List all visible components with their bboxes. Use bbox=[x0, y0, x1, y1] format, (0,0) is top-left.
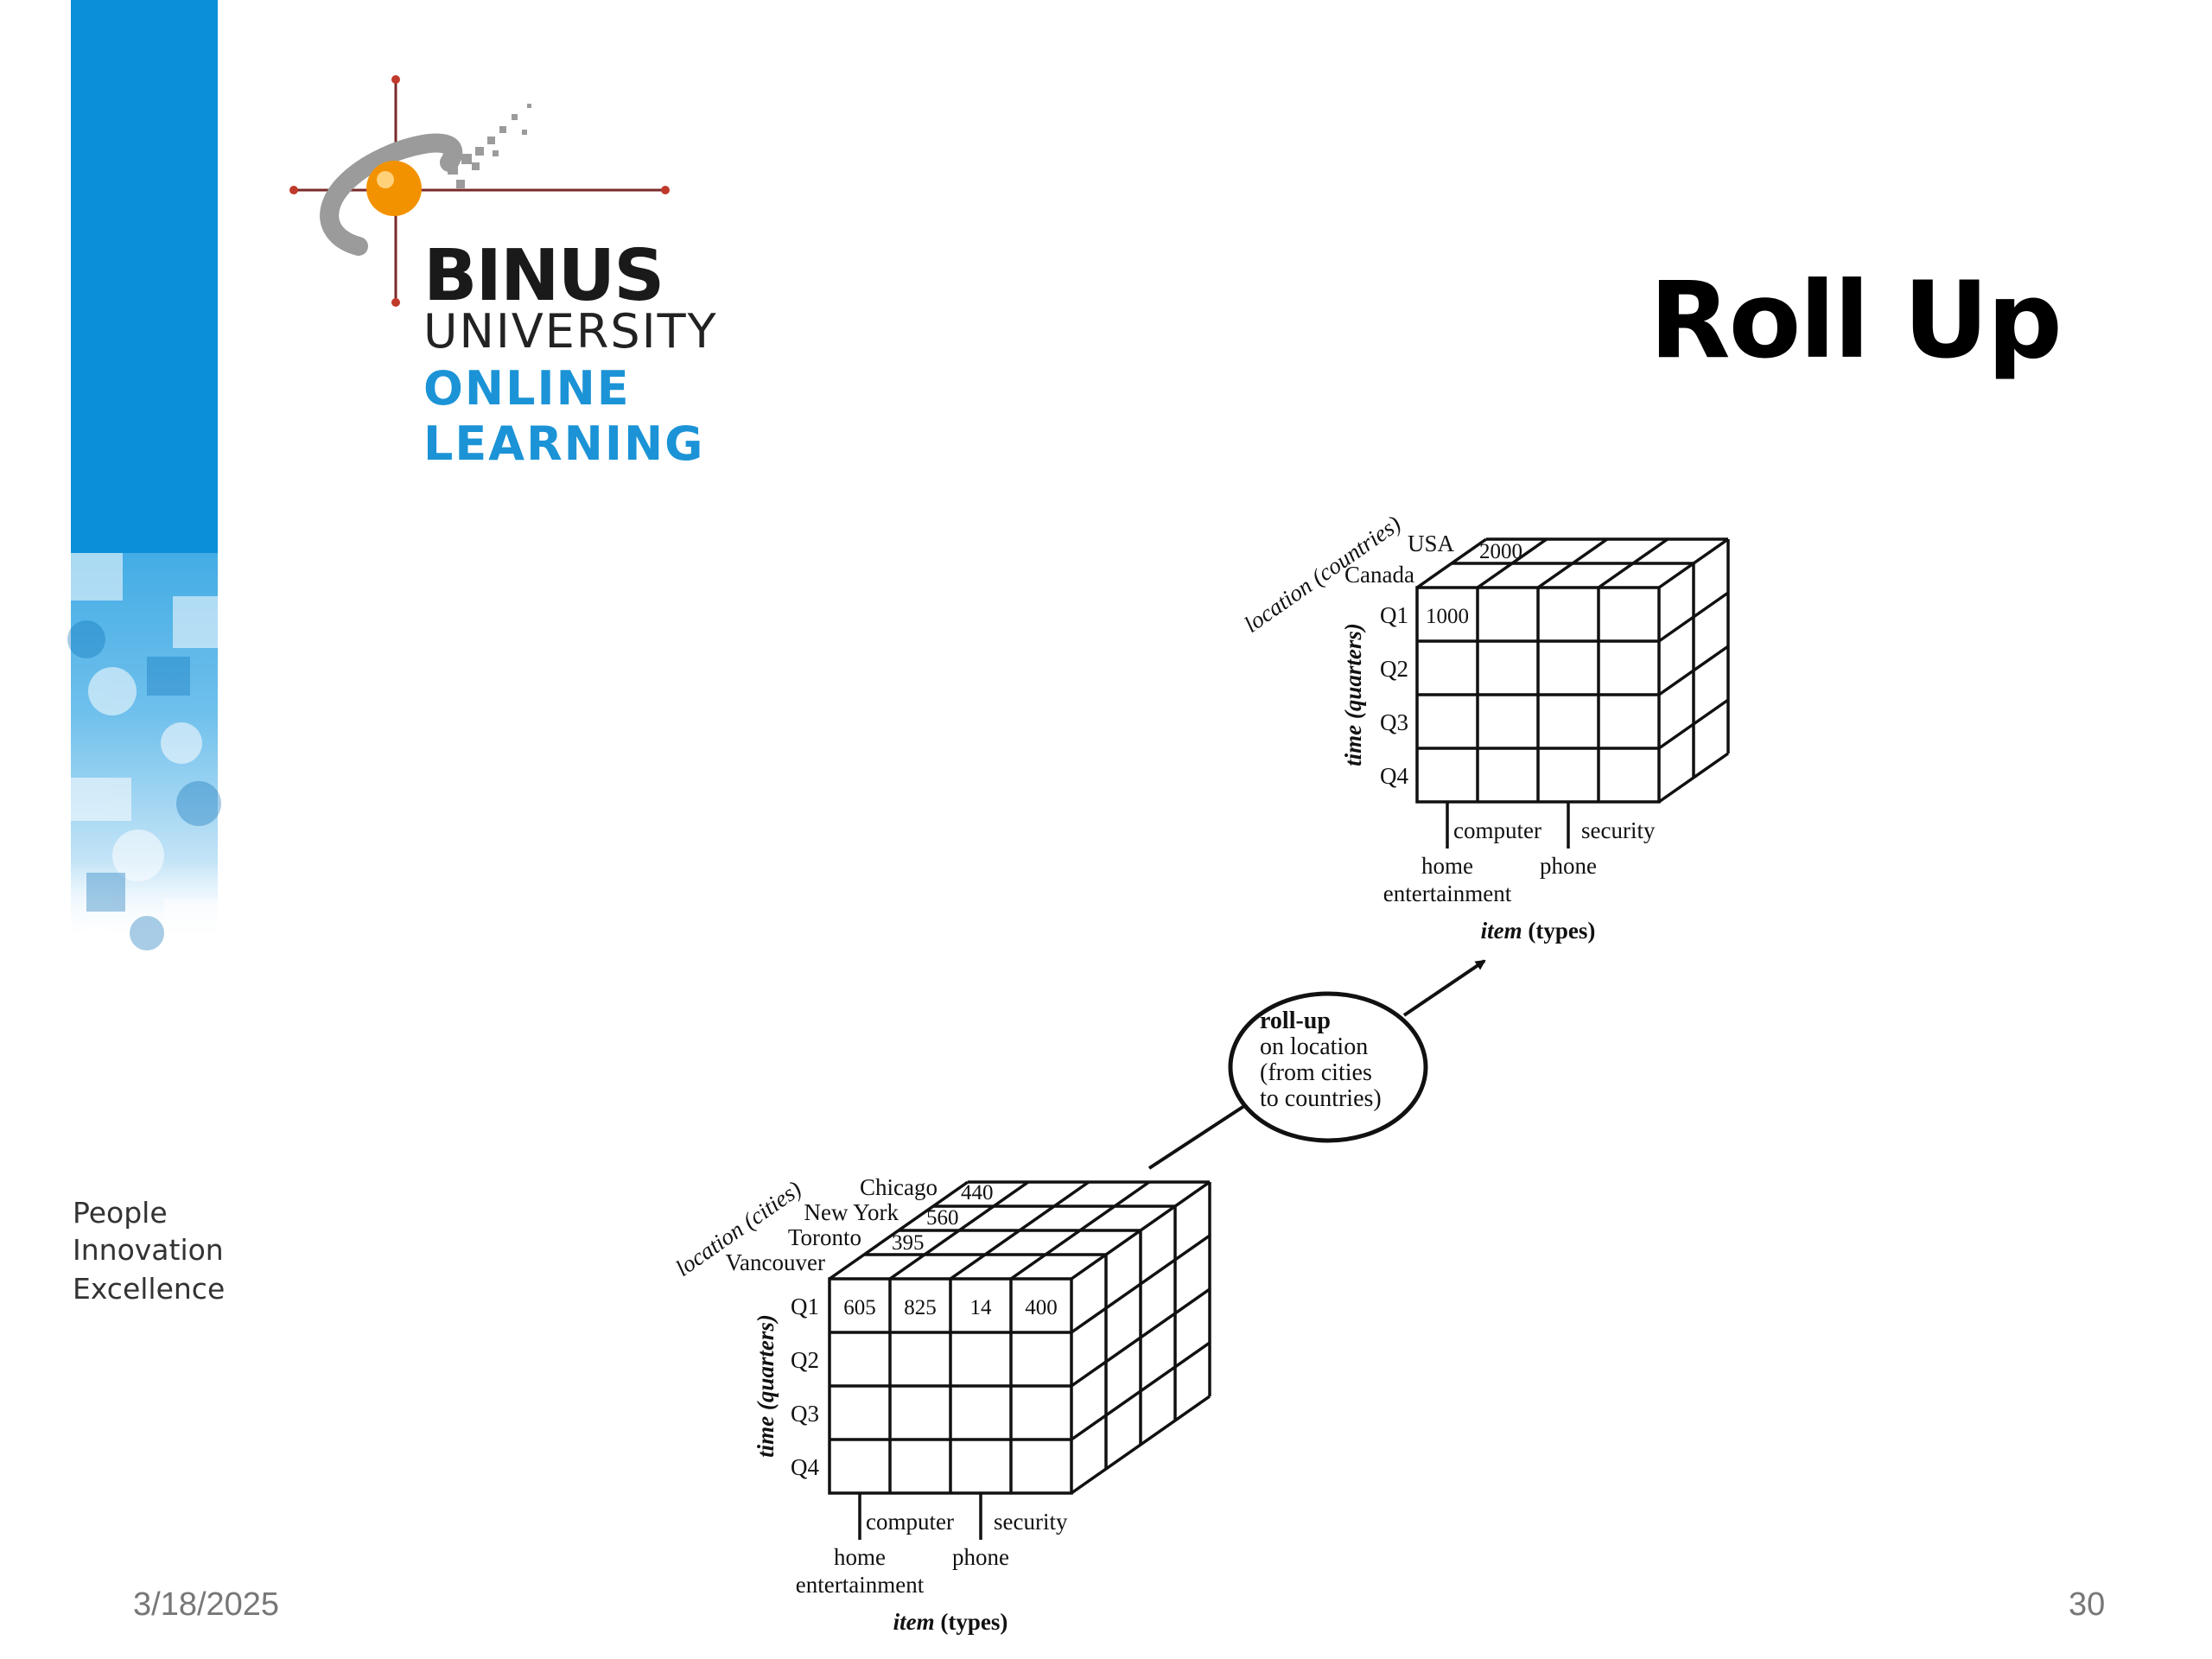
target-country-label: USA bbox=[1408, 531, 1455, 556]
source-quarter-label: Q4 bbox=[791, 1454, 819, 1480]
source-cell-value: 14 bbox=[970, 1296, 993, 1319]
source-depth-value: 395 bbox=[892, 1231, 925, 1255]
target-item-label: home bbox=[1421, 853, 1473, 879]
rollup-operation-text: roll-up on location (from cities to coun… bbox=[1260, 1007, 1382, 1112]
source-item-label: entertainment bbox=[796, 1572, 925, 1598]
source-axis-time: time (quarters) bbox=[753, 1314, 779, 1458]
svg-text:to countries): to countries) bbox=[1260, 1085, 1382, 1112]
logo-learning-text: LEARNING bbox=[423, 416, 705, 471]
source-city-label: Chicago bbox=[860, 1174, 938, 1200]
target-cube-labels: USA Canada location (countries) Q1 Q2 Q3… bbox=[1239, 511, 1656, 944]
svg-text:(from cities: (from cities bbox=[1260, 1059, 1372, 1086]
sidebar-decoration bbox=[67, 0, 221, 1149]
target-axis-time: time (quarters) bbox=[1340, 623, 1366, 766]
source-item-label: computer bbox=[866, 1509, 954, 1535]
target-cube bbox=[1415, 537, 1730, 849]
logo-binus-text: BINUS bbox=[423, 235, 664, 317]
svg-text:roll-up: roll-up bbox=[1260, 1007, 1331, 1034]
source-cell-value: 605 bbox=[843, 1296, 876, 1319]
target-item-label: phone bbox=[1540, 853, 1597, 879]
source-depth-value: 440 bbox=[961, 1181, 994, 1205]
source-cell-value: 825 bbox=[904, 1296, 937, 1319]
target-quarter-label: Q1 bbox=[1380, 602, 1408, 628]
target-item-label: security bbox=[1581, 817, 1656, 843]
tagline-people: People bbox=[73, 1196, 168, 1230]
target-item-label: computer bbox=[1453, 817, 1541, 843]
footer-page-number: 30 bbox=[2069, 1586, 2106, 1623]
rollup-arrow bbox=[1147, 959, 1486, 1170]
tagline-innovation: Innovation bbox=[73, 1233, 224, 1267]
binus-logo-mark bbox=[289, 75, 670, 307]
source-axis-item: item (types) bbox=[893, 1609, 1008, 1635]
source-depth-value: 560 bbox=[926, 1206, 959, 1230]
source-cube bbox=[828, 1180, 1211, 1540]
source-item-label: home bbox=[834, 1544, 886, 1570]
target-axis-item: item (types) bbox=[1481, 918, 1596, 944]
source-item-label: phone bbox=[952, 1544, 1009, 1570]
source-city-label: New York bbox=[804, 1199, 899, 1225]
target-cell-value: 1000 bbox=[1426, 605, 1469, 628]
target-item-label: entertainment bbox=[1383, 880, 1512, 906]
source-cell-value: 400 bbox=[1025, 1296, 1058, 1319]
logo-university-text: UNIVERSITY bbox=[423, 304, 718, 359]
tagline-excellence: Excellence bbox=[73, 1272, 226, 1306]
source-quarter-label: Q3 bbox=[791, 1401, 819, 1427]
target-quarter-label: Q4 bbox=[1380, 763, 1408, 789]
target-quarter-label: Q2 bbox=[1380, 656, 1408, 682]
source-quarter-label: Q1 bbox=[791, 1294, 819, 1319]
target-quarter-label: Q3 bbox=[1380, 709, 1408, 735]
source-city-label: Toronto bbox=[788, 1224, 861, 1250]
source-item-label: security bbox=[994, 1509, 1068, 1535]
footer-date: 3/18/2025 bbox=[133, 1586, 280, 1623]
target-country-label: Canada bbox=[1344, 562, 1414, 588]
rollup-operation-ellipse bbox=[1228, 991, 1428, 1143]
slide-title: Roll Up bbox=[1649, 259, 2063, 382]
target-back-value: 2000 bbox=[1479, 540, 1522, 563]
logo-online-text: ONLINE bbox=[423, 361, 631, 416]
source-quarter-label: Q2 bbox=[791, 1347, 819, 1373]
source-city-label: Vancouver bbox=[726, 1249, 825, 1275]
svg-text:on location: on location bbox=[1260, 1033, 1368, 1060]
source-cube-labels: Chicago New York Toronto Vancouver locat… bbox=[671, 1174, 1068, 1635]
